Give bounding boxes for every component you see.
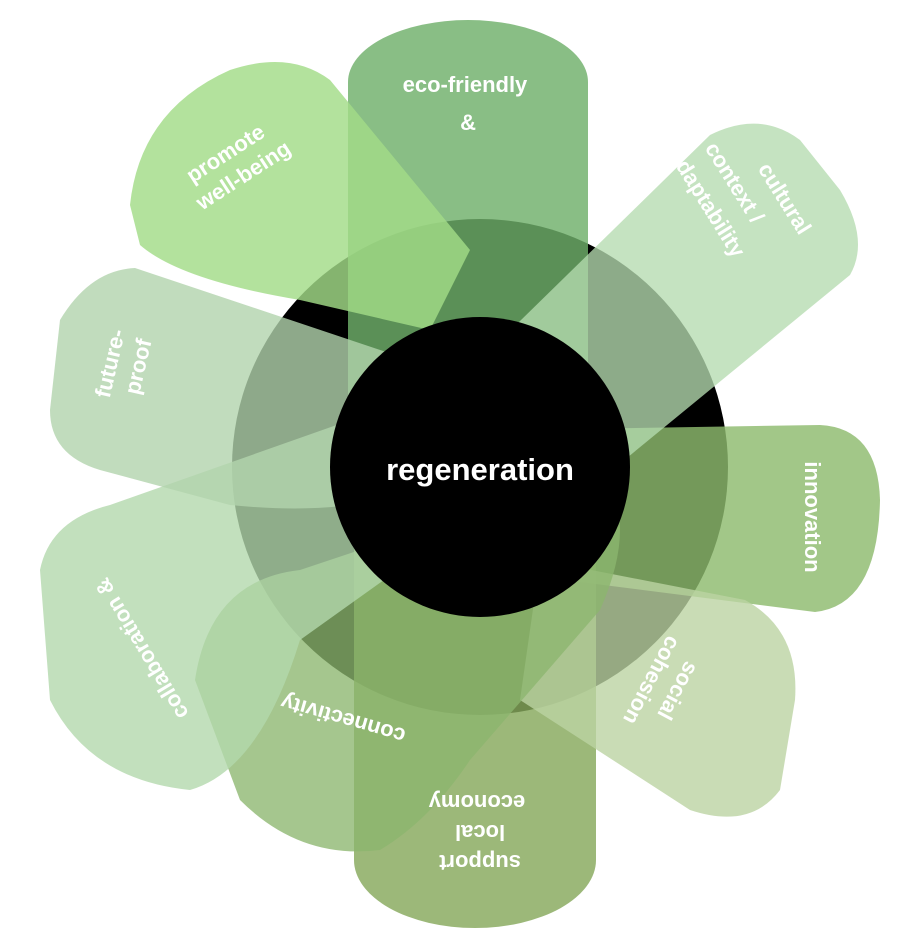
label-support-local-economy: support local economy bbox=[428, 790, 525, 875]
label-line: support bbox=[438, 850, 521, 875]
center-label: regeneration bbox=[386, 452, 574, 487]
label-line: eco-friendly bbox=[403, 72, 528, 97]
center-circle bbox=[330, 317, 630, 617]
label-eco-friendly: eco-friendly & bbox=[403, 72, 534, 135]
label-line: innovation bbox=[800, 461, 825, 572]
petal-promote-well-being bbox=[130, 62, 470, 330]
label-innovation: innovation bbox=[800, 461, 825, 572]
petal-social-cohesion bbox=[520, 560, 796, 817]
label-line: & bbox=[460, 110, 476, 135]
label-line: local bbox=[455, 820, 505, 845]
label-line: economy bbox=[428, 790, 525, 815]
